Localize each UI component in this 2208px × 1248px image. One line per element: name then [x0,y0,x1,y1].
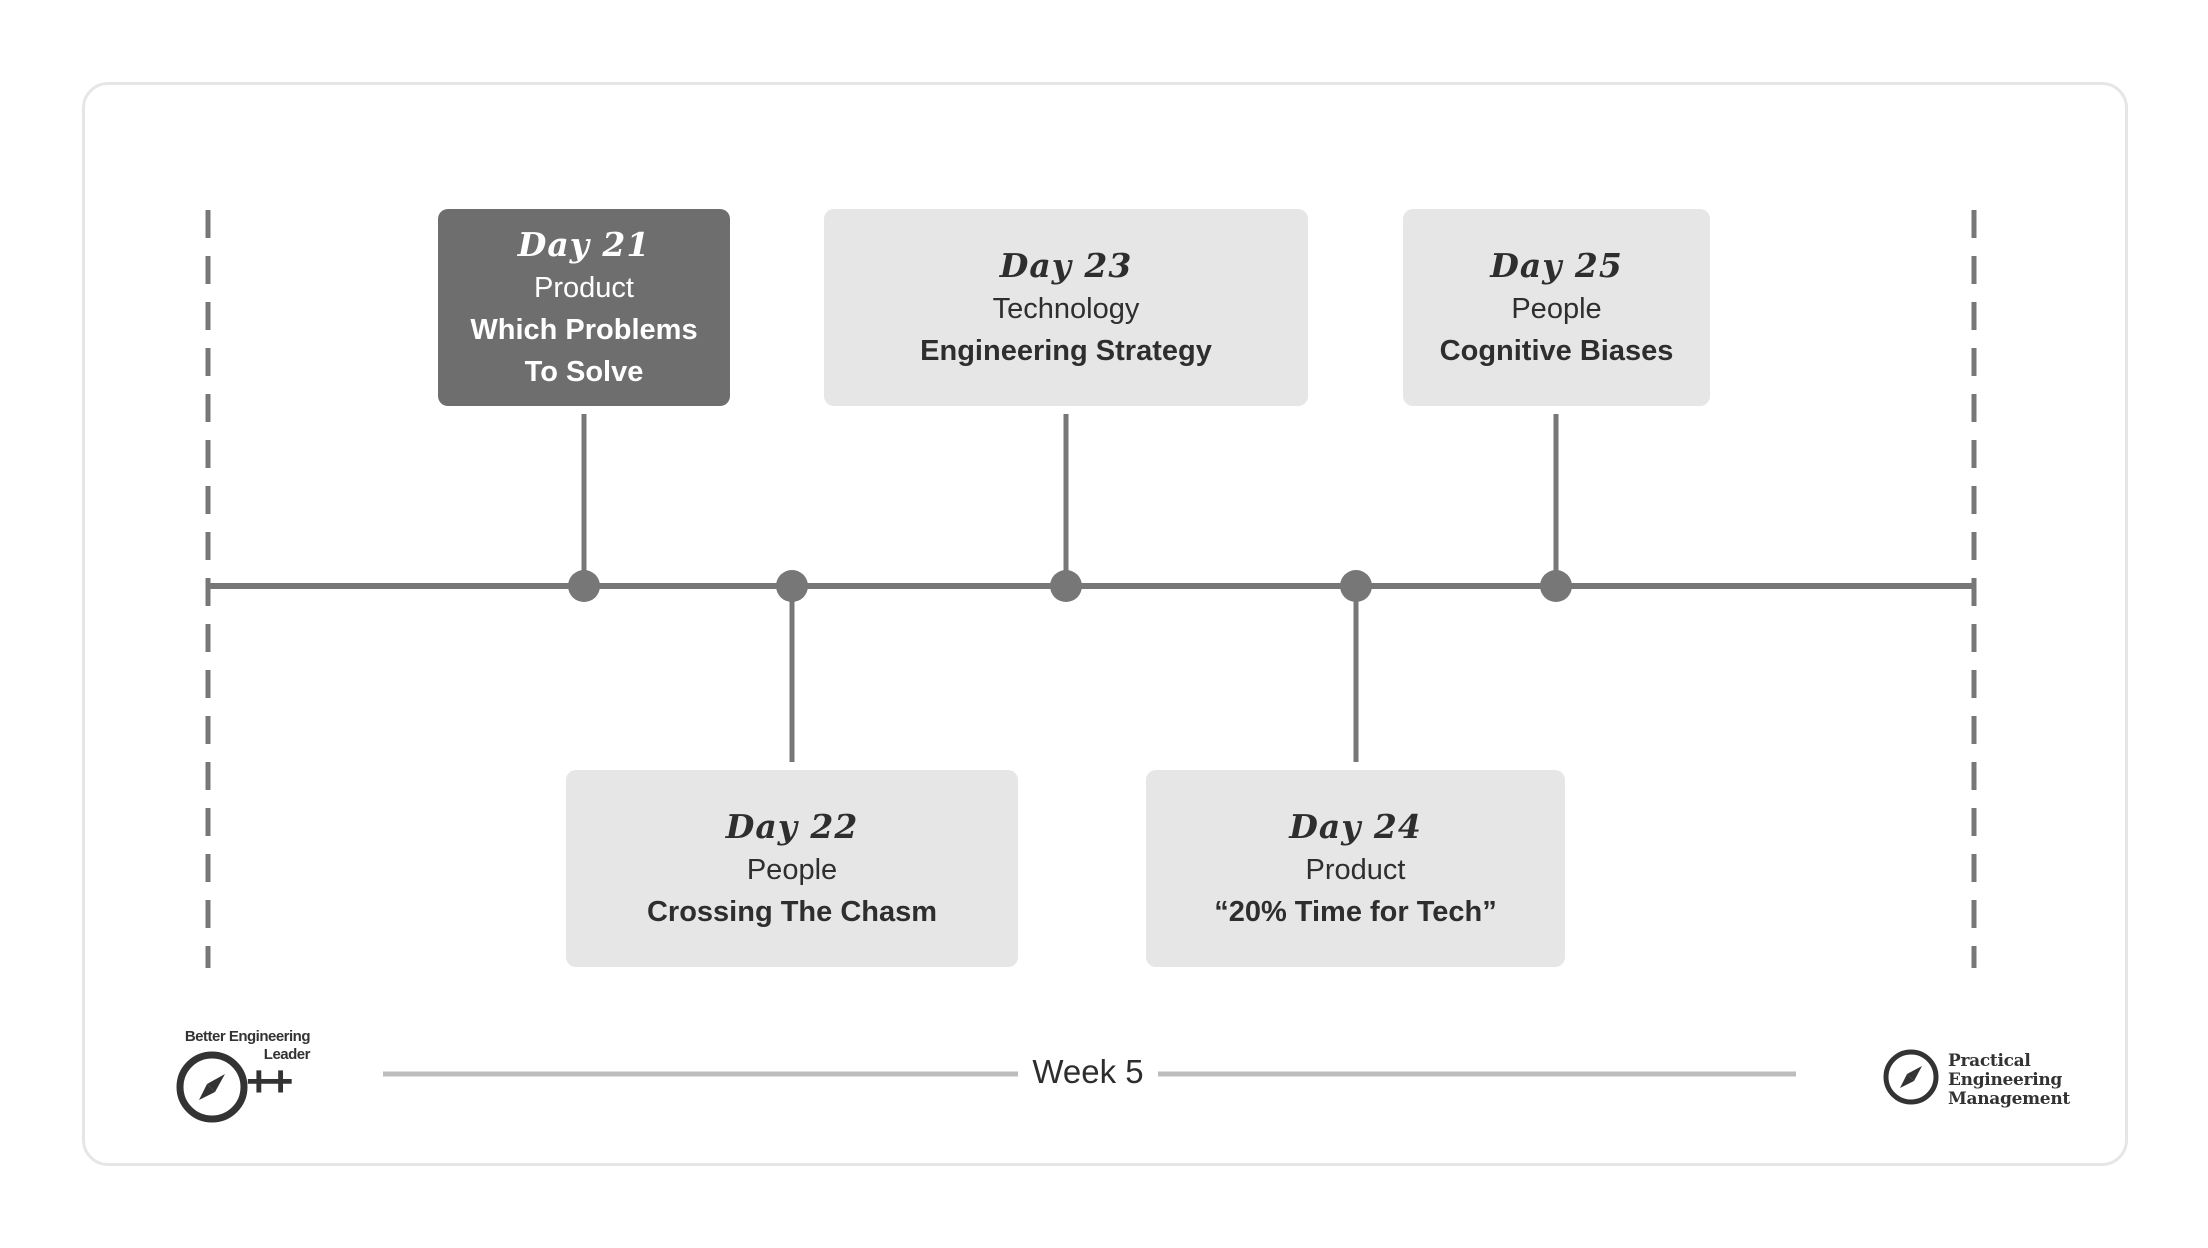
compass-icon [176,1051,248,1123]
event-topic: Engineering Strategy [920,334,1212,367]
week-label: Week 5 [1032,1053,1144,1090]
brand-left-suffix: ++ [246,1057,293,1106]
timeline-node [1340,570,1372,602]
timeline-node [568,570,600,602]
timeline-node [1050,570,1082,602]
event-day: Day 23 [999,245,1133,285]
event-card: Day 24 Product “20% Time for Tech” [1146,770,1565,967]
event-topic: Crossing The Chasm [646,895,938,928]
brand-right-line: Engineering [1948,1070,2063,1090]
event-category: Product [1305,853,1406,886]
event-topic: Cognitive Biases [1439,334,1674,367]
brand-right-line: Practical [1948,1051,2031,1071]
brand-right-line: Management [1948,1089,2070,1109]
event-category: Technology [992,292,1140,325]
event-day: Day 24 [1289,806,1422,846]
event-topic: Which Problems To Solve [470,313,698,388]
event-category: Product [534,271,634,304]
event-category: People [746,853,838,886]
compass-icon [1883,1049,1939,1105]
timeline-node [776,570,808,602]
event-topic: “20% Time for Tech” [1214,895,1497,928]
event-day: Day 25 [1490,245,1623,285]
brand-right-name: Practical Engineering Management [1948,1052,2070,1109]
event-day: Day 21 [517,224,651,264]
brand-left-name: Better Engineering Leader [184,1028,311,1063]
timeline-node [1540,570,1572,602]
event-day: Day 22 [725,806,859,846]
event-category: People [1511,292,1602,325]
